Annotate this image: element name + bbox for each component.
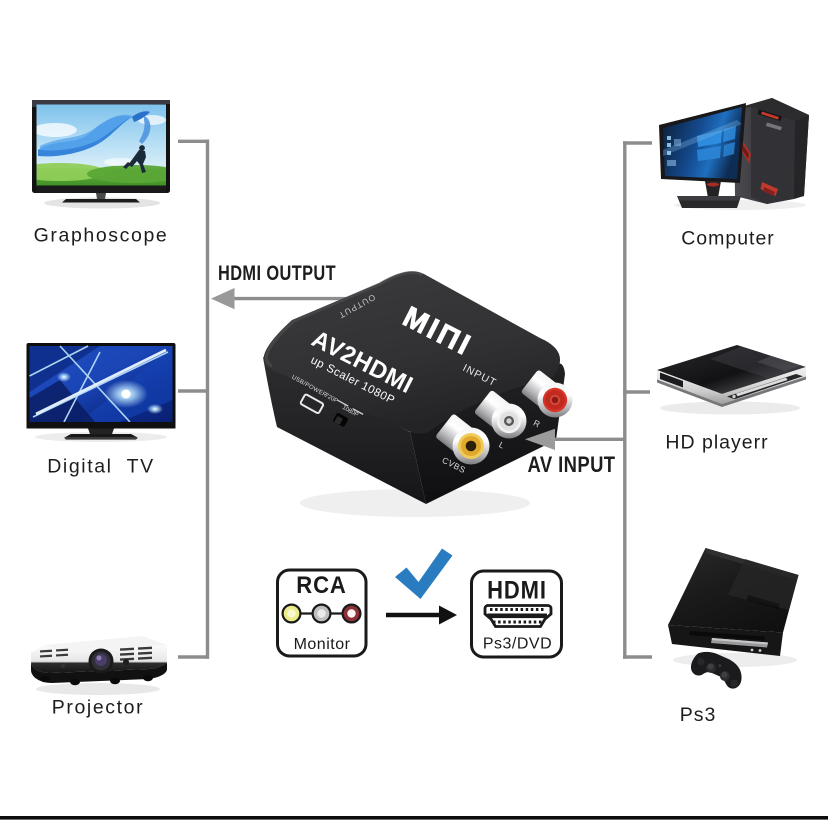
svg-text:Computer: Computer bbox=[681, 228, 775, 250]
svg-text:Digital TV: Digital TV bbox=[47, 456, 155, 478]
svg-text:R: R bbox=[532, 418, 542, 430]
svg-text:RCA: RCA bbox=[296, 571, 346, 598]
svg-text:HDMI OUTPUT: HDMI OUTPUT bbox=[218, 261, 336, 284]
svg-text:Ps3: Ps3 bbox=[680, 704, 717, 726]
svg-text:Graphoscope: Graphoscope bbox=[34, 225, 169, 247]
svg-text:AV INPUT: AV INPUT bbox=[528, 452, 616, 477]
svg-text:Ps3/DVD: Ps3/DVD bbox=[483, 636, 552, 653]
svg-text:Monitor: Monitor bbox=[294, 636, 351, 653]
svg-text:HD playerr: HD playerr bbox=[665, 432, 768, 454]
svg-text:L: L bbox=[497, 439, 506, 450]
svg-text:HDMI: HDMI bbox=[487, 576, 547, 604]
svg-text:Projector: Projector bbox=[52, 697, 144, 719]
